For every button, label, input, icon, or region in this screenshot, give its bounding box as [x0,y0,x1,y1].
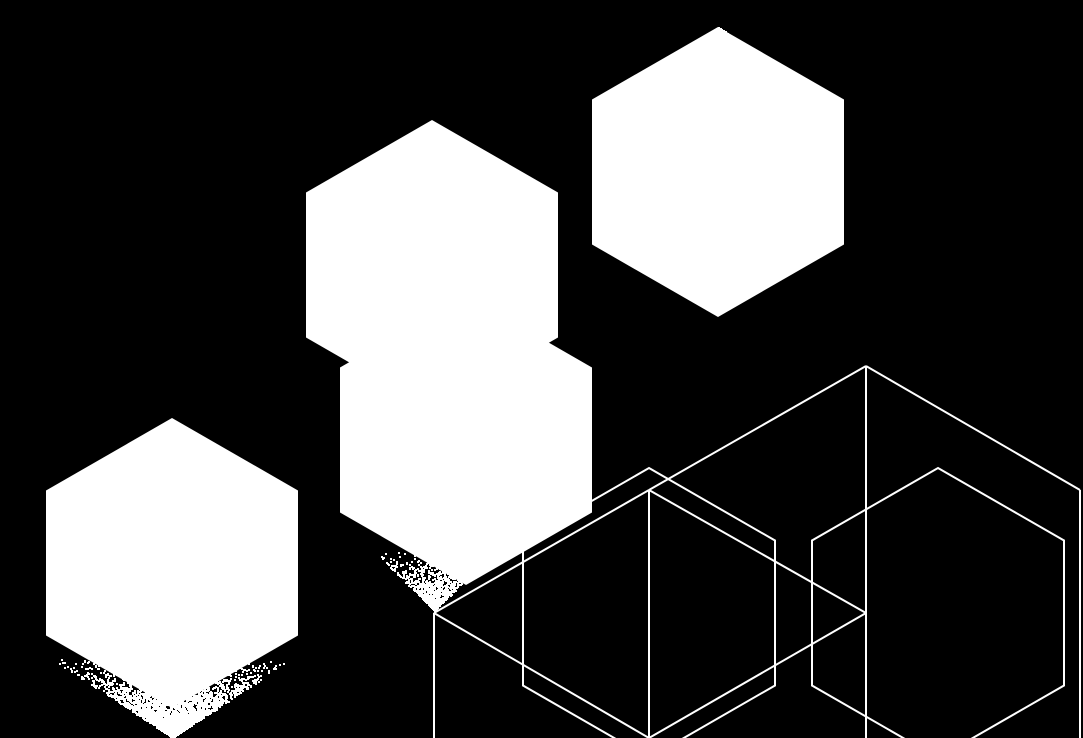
hex-bottom-left-filled [46,418,298,708]
grid-line-diagonal-b [865,365,1081,491]
grid-line-diagonal-c [648,489,867,614]
hex-top-right-filled [592,27,844,317]
hex-outline-lower-right [811,466,1065,738]
grid-lines-group [433,365,1081,738]
dither-noise-group [59,27,812,738]
filled-hexagons-group [46,27,844,708]
grid-line-diagonal-a [648,365,867,491]
grid-line-diagonal-e [433,612,650,738]
outlined-hexagons-group [522,466,1065,738]
noise-patch-mid-seam [381,552,492,612]
grid-line-diagonal-f [648,612,867,738]
hex-mid-left-filled [340,295,592,585]
hex-outline-lower-center [522,466,776,738]
noise-patch-top-apex [615,27,812,99]
grid-line-diagonal-d [433,489,650,614]
noise-patch-bottom-left-apex [59,659,285,738]
